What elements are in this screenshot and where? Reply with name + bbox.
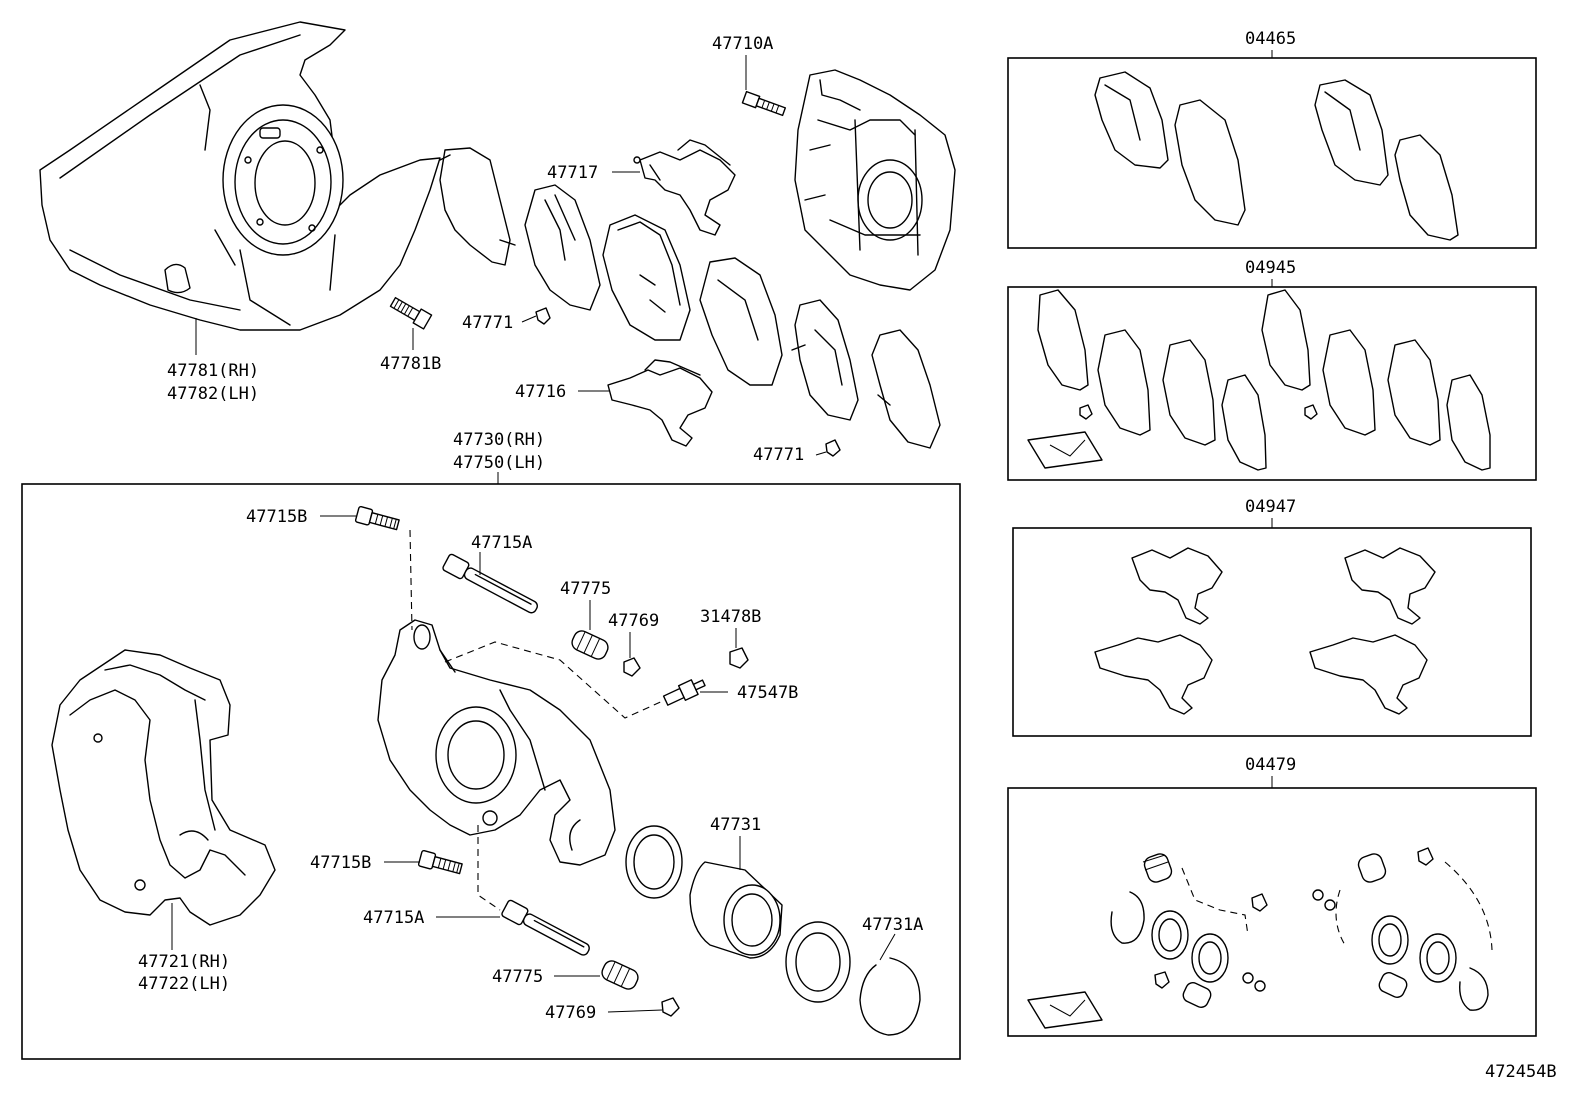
label-47715b-low: 47715B — [310, 853, 371, 873]
kit-panel-04945: 04945 — [1007, 258, 1537, 481]
label-47710a: 47710A — [712, 34, 773, 54]
illustration-id: 472454B — [1485, 1062, 1557, 1082]
guide-bolt-47715b-lower-icon — [417, 849, 463, 875]
clip-47771-low-icon — [825, 439, 841, 457]
label-47775-top: 47775 — [560, 579, 611, 599]
label-47715a-top: 47715A — [471, 533, 532, 553]
label-47715a-low: 47715A — [363, 908, 424, 928]
bleeder-cap-31478b-icon — [729, 647, 749, 669]
label-47781: 47781(RH) — [167, 361, 259, 381]
label-47750: 47750(LH) — [453, 453, 545, 473]
bolt-47781b-icon — [389, 296, 433, 330]
label-47717: 47717 — [547, 163, 598, 183]
brake-pad-shims — [439, 147, 941, 449]
label-47715b-top: 47715B — [246, 507, 307, 527]
guide-bolt-47715b-upper-icon — [354, 505, 400, 531]
label-47547b: 47547B — [737, 683, 798, 703]
label-47731a: 47731A — [862, 915, 923, 935]
label-47769-top: 47769 — [608, 611, 659, 631]
label-47771-low: 47771 — [753, 445, 804, 465]
label-47775-low: 47775 — [492, 967, 543, 987]
label-47782: 47782(LH) — [167, 384, 259, 404]
label-kit-04945: 04945 — [1245, 258, 1296, 278]
leader-lines — [171, 55, 896, 1013]
guide-pin-47715a-upper-icon — [442, 553, 538, 614]
label-kit-04947: 04947 — [1245, 497, 1296, 517]
guide-cap-47769-lower-icon — [661, 997, 680, 1017]
label-kit-04465: 04465 — [1245, 29, 1296, 49]
piston-seal-icon — [625, 825, 683, 899]
guide-pin-47715a-lower-icon — [501, 899, 590, 956]
label-47721: 47721(RH) — [138, 952, 230, 972]
piston-boot-icon — [785, 921, 851, 1003]
clip-47771-top-icon — [535, 307, 551, 325]
guide-cap-47769-upper-icon — [623, 657, 641, 677]
guide-boot-47775-upper-icon — [571, 630, 609, 660]
label-47730: 47730(RH) — [453, 430, 545, 450]
anti-squeal-clip-47716 — [607, 359, 713, 447]
caliper-mounting-bracket — [51, 649, 276, 926]
guide-boot-47775-lower-icon — [601, 960, 639, 990]
label-47722: 47722(LH) — [138, 974, 230, 994]
caliper-body — [377, 529, 666, 911]
label-47781b: 47781B — [380, 354, 441, 374]
label-kit-04479: 04479 — [1245, 755, 1296, 775]
label-47731: 47731 — [710, 815, 761, 835]
bolt-47710a-icon — [741, 90, 787, 117]
label-31478b: 31478B — [700, 607, 761, 627]
piston-47731 — [689, 861, 783, 959]
set-ring-47731a-icon — [859, 957, 921, 1036]
label-47771-top: 47771 — [462, 313, 513, 333]
bleeder-plug-47547b-icon — [662, 679, 706, 706]
label-47716: 47716 — [515, 382, 566, 402]
disc-dust-cover — [39, 21, 441, 331]
caliper-assembly-box — [21, 483, 961, 1060]
kit-panel-04947: 04947 — [1012, 497, 1532, 737]
kit-panel-04465: 04465 — [1007, 29, 1537, 249]
caliper-assembly-upper — [794, 69, 956, 291]
label-47769-low: 47769 — [545, 1003, 596, 1023]
anti-squeal-clip-47717 — [633, 139, 736, 236]
kit-panel-04479: 04479 — [1007, 755, 1537, 1037]
